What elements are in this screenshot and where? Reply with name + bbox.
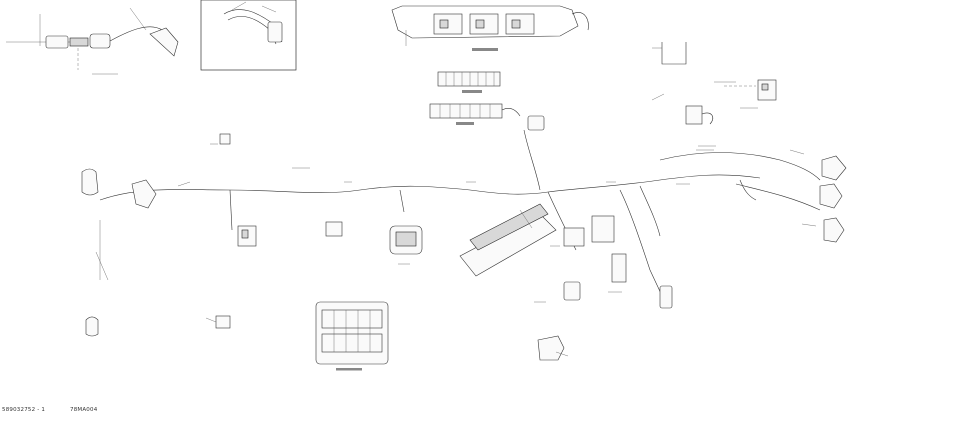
mid-components: [325, 203, 673, 361]
detail-a-assembly: [6, 7, 179, 75]
connector-strips: [429, 71, 545, 131]
left-components: [81, 133, 257, 337]
diagram-reference-number: 589032752 - 1: [2, 407, 46, 413]
sheet-code: 78MA004: [70, 407, 98, 413]
detail-c-inset: [200, 0, 297, 71]
top-right-components: [651, 42, 777, 151]
callout-ticks: [210, 81, 736, 303]
fuse-relay-box-top: [391, 5, 589, 51]
main-harness-trunk: [99, 129, 821, 301]
main-connector-block: [315, 301, 389, 371]
right-components: [739, 149, 847, 243]
